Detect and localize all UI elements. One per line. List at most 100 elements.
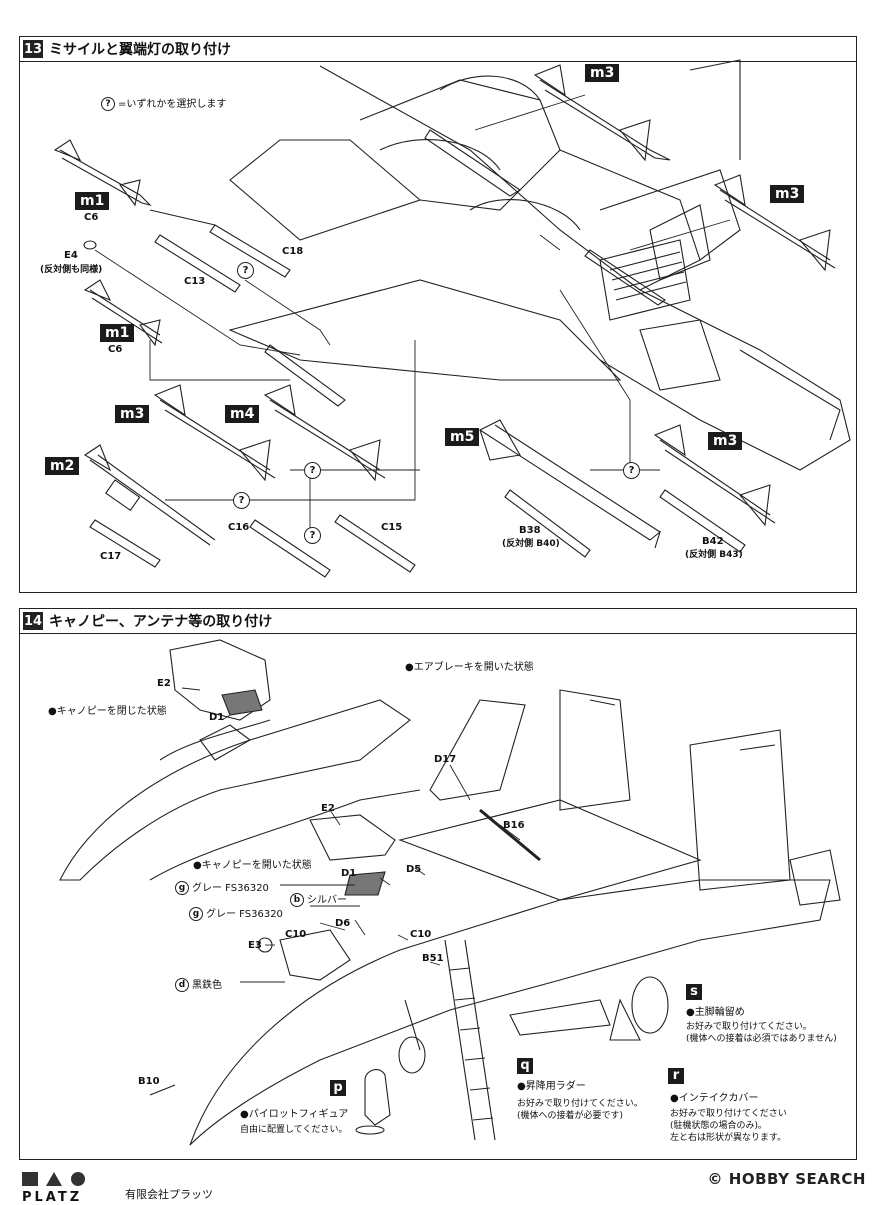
note-canopy-closed: ●キャノピーを閉じた状態	[48, 706, 167, 717]
tag-m5: m5	[445, 428, 480, 446]
label-d6: D6	[335, 918, 351, 929]
aircraft-drawing-14-top	[59, 639, 421, 881]
tag-m3-left: m3	[115, 405, 150, 423]
label-e4: E4	[64, 250, 78, 261]
platz-logo	[22, 1170, 102, 1204]
label-e4-note: (反対側も同様)	[40, 265, 103, 275]
part-p-title: ●パイロットフィギュア	[240, 1109, 349, 1120]
choice-icon: ?	[101, 97, 115, 111]
paint-code-icon: d	[175, 978, 189, 992]
step-14-header: 14 キャノピー、アンテナ等の取り付け	[20, 609, 856, 634]
label-e2-a: E2	[157, 678, 171, 689]
tag-m3-bottom: m3	[708, 432, 743, 450]
choice-icon: ?	[623, 462, 640, 479]
label-c13: C13	[184, 276, 206, 287]
label-c6-a: C6	[84, 212, 99, 223]
note-canopy-opened: ●キャノピーを開いた状態	[193, 860, 312, 871]
leader-lines-14	[181, 687, 521, 983]
paint-code-icon: g	[175, 881, 189, 895]
label-c10-a: C10	[285, 929, 307, 940]
tag-m3-top: m3	[585, 64, 620, 82]
part-r-line: 左と右は形状が異なります。	[670, 1133, 787, 1143]
label-d1-b: D1	[341, 868, 357, 879]
part-letter-q: q	[517, 1058, 533, 1074]
part-q-line: (機体への接着が必要です)	[517, 1111, 624, 1121]
missile-m1-a	[53, 139, 152, 207]
copyright-icon: ©	[707, 1170, 724, 1188]
missile-m4	[263, 384, 386, 482]
step-title: ミサイルと翼端灯の取り付け	[49, 42, 231, 58]
part-r-line: お好みで取り付けてください	[670, 1109, 787, 1119]
label-d17: D17	[434, 754, 457, 765]
leader-lines-13	[94, 94, 731, 535]
part-q-line: お好みで取り付けてください。	[517, 1099, 643, 1109]
paint-code-icon: g	[189, 907, 203, 921]
paint-code-icon: b	[290, 893, 304, 907]
watermark: © HOBBY SEARCH	[708, 1170, 866, 1188]
part-letter-s: s	[686, 984, 702, 1000]
missile-m5	[479, 419, 662, 549]
label-b38: B38	[519, 525, 541, 536]
step-title: キャノピー、アンテナ等の取り付け	[49, 614, 273, 630]
label-c10-b: C10	[410, 929, 432, 940]
part-q-title: ●昇降用ラダー	[517, 1081, 586, 1092]
note-airbrake: ●エアブレーキを開いた状態	[405, 662, 534, 673]
tag-m3-right: m3	[770, 185, 805, 203]
launcher-rails-13	[83, 224, 746, 578]
tag-m1-a: m1	[75, 192, 110, 210]
part-r-line: (駐機状態の場合のみ)。	[670, 1121, 768, 1131]
label-c18: C18	[282, 246, 304, 257]
company-name: 有限会社プラッツ	[125, 1188, 213, 1201]
step-14-panel: 14 キャノピー、アンテナ等の取り付け	[19, 608, 857, 1160]
choice-icon: ?	[304, 462, 321, 479]
label-e3: E3	[248, 940, 262, 951]
label-b42-note: (反対側 B43)	[685, 550, 743, 560]
choice-icon: ?	[233, 492, 250, 509]
part-p-line: 自由に配置してください。	[240, 1125, 348, 1135]
tag-m1-b: m1	[100, 324, 135, 342]
label-c6-b: C6	[108, 344, 123, 355]
tag-m2: m2	[45, 457, 80, 475]
aircraft-wing-drawing-13	[228, 59, 851, 471]
legend-note: ?=いずれかを選択します	[101, 95, 226, 111]
step-number: 14	[23, 612, 43, 630]
platz-logo-shapes	[22, 1172, 85, 1186]
step-13-header: 13 ミサイルと翼端灯の取り付け	[20, 37, 856, 62]
part-letter-r: r	[668, 1068, 684, 1084]
label-e2-b: E2	[321, 803, 335, 814]
label-d5: D5	[406, 864, 422, 875]
label-b10: B10	[138, 1076, 160, 1087]
label-b42: B42	[702, 536, 724, 547]
label-b16: B16	[503, 820, 525, 831]
part-r-title: ●インテイクカバー	[670, 1093, 759, 1104]
missile-m3-left	[153, 384, 276, 482]
missile-m3-bottom	[653, 424, 776, 527]
missile-m3-right	[713, 174, 836, 272]
label-c17: C17	[100, 551, 122, 562]
missile-m2	[83, 444, 216, 546]
label-c15: C15	[381, 522, 403, 533]
choice-icon: ?	[237, 262, 254, 279]
choice-icon: ?	[304, 527, 321, 544]
label-c16: C16	[228, 522, 250, 533]
part-letter-p: p	[330, 1080, 346, 1096]
step-number: 13	[23, 40, 43, 58]
part-s-title: ●主脚輪留め	[686, 1007, 745, 1018]
part-s-line: お好みで取り付けてください。	[686, 1022, 812, 1032]
label-b51: B51	[422, 953, 444, 964]
tag-m4: m4	[225, 405, 260, 423]
step-13-panel: 13 ミサイルと翼端灯の取り付け	[19, 36, 857, 593]
platz-brand: PLATZ	[22, 1190, 83, 1205]
aircraft-drawing-14-main	[149, 689, 841, 1146]
watermark-text: HOBBY SEARCH	[728, 1170, 866, 1188]
label-b38-note: (反対側 B40)	[502, 539, 560, 549]
missile-m1-b	[83, 279, 163, 347]
label-d1-a: D1	[209, 712, 225, 723]
missile-m3-top	[533, 64, 671, 162]
part-s-line: (機体への接着は必須ではありません)	[686, 1034, 837, 1044]
